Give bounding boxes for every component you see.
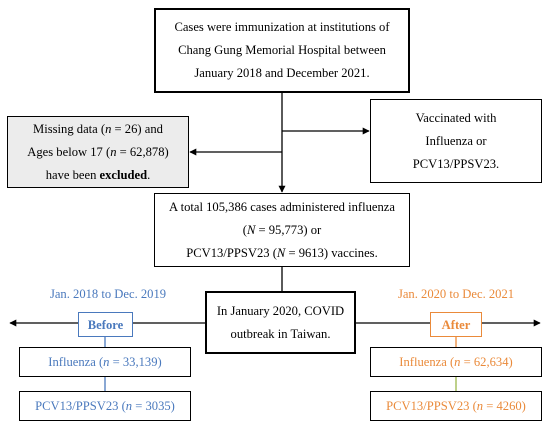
before-pcv-text: PCV13/PPSV23 (n = 3035) [35, 399, 175, 413]
after-pcv-box: PCV13/PPSV23 (n = 4260) [370, 391, 542, 421]
excluded-line-2: Ages below 17 (n = 62,878) [27, 144, 169, 159]
after-pcv-text: PCV13/PPSV23 (n = 4260) [386, 399, 526, 413]
inclusion-criteria-box: Cases were immunization at institutions … [154, 8, 410, 93]
total-cases-box: A total 105,386 cases administered influ… [154, 193, 410, 267]
inclusion-line-1: Cases were immunization at institutions … [174, 20, 390, 34]
covid-line-1: In January 2020, COVID [216, 303, 345, 318]
vaccinated-line-2: Influenza or [425, 133, 487, 148]
after-influenza-text: Influenza (n = 62,634) [399, 355, 513, 369]
total-line-3: PCV13/PPSV23 (N = 9613) vaccines. [186, 245, 378, 260]
before-period-label: Jan. 2018 to Dec. 2019 [49, 287, 167, 301]
total-line-2: (N = 95,773) or [242, 222, 322, 237]
before-influenza-box: Influenza (n = 33,139) [19, 347, 191, 377]
after-label-box: After [430, 312, 482, 337]
after-label: After [441, 317, 471, 332]
before-label: Before [87, 317, 124, 332]
excluded-box: Missing data (n = 26) and Ages below 17 … [7, 116, 189, 188]
covid-outbreak-box: In January 2020, COVID outbreak in Taiwa… [205, 291, 356, 354]
after-influenza-box: Influenza (n = 62,634) [370, 347, 542, 377]
vaccinated-box: Vaccinated with Influenza or PCV13/PPSV2… [370, 99, 542, 183]
total-line-1: A total 105,386 cases administered influ… [169, 199, 395, 214]
before-influenza-text: Influenza (n = 33,139) [48, 355, 162, 369]
before-label-box: Before [78, 312, 133, 337]
excluded-line-1: Missing data (n = 26) and [33, 121, 163, 136]
vaccinated-line-3: PCV13/PPSV23. [412, 156, 500, 171]
after-period-label: Jan. 2020 to Dec. 2021 [397, 287, 515, 301]
before-pcv-box: PCV13/PPSV23 (n = 3035) [19, 391, 191, 421]
excluded-line-3: have been excluded. [45, 167, 151, 182]
inclusion-line-2: Chang Gung Memorial Hospital between [178, 43, 386, 57]
inclusion-line-3: January 2018 and December 2021. [194, 66, 370, 80]
covid-line-2: outbreak in Taiwan. [230, 326, 331, 341]
vaccinated-line-1: Vaccinated with [415, 110, 497, 125]
